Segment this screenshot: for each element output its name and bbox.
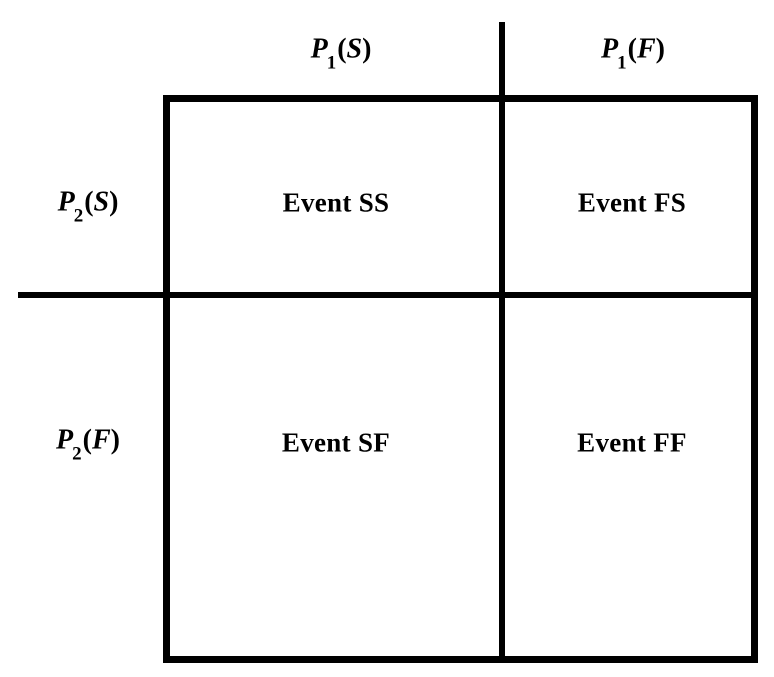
cell-label-event-ff: Event FF <box>577 427 687 458</box>
cell-label-event-fs: Event FS <box>577 187 687 218</box>
p2f-symbol: P <box>56 424 74 456</box>
p1s-subscript: 1 <box>326 52 337 74</box>
p1f-argument: F <box>636 33 656 65</box>
column-label-p1-success: P1(S) <box>310 33 372 74</box>
row-label-p2-failure: P2(F) <box>56 424 120 465</box>
cell-label-event-ss: Event SS <box>282 187 390 218</box>
p1f-subscript: 1 <box>617 52 627 74</box>
cell-label-event-sf: Event SF <box>281 427 391 458</box>
p1f-symbol: P <box>601 33 619 65</box>
p1f-open-paren: ( <box>627 33 637 65</box>
p2f-argument: F <box>91 424 111 456</box>
p2s-symbol: P <box>57 186 75 218</box>
column-label-p1-failure: P1(F) <box>601 33 665 74</box>
p2f-close-paren: ) <box>110 424 120 456</box>
p1s-symbol: P <box>310 33 328 65</box>
vertical-divider-line <box>499 22 505 663</box>
p1f-close-paren: ) <box>655 33 665 65</box>
p2s-close-paren: ) <box>109 186 119 218</box>
p1s-close-paren: ) <box>362 33 372 65</box>
p2s-argument: S <box>93 186 110 218</box>
p2f-open-paren: ( <box>82 424 92 456</box>
p1s-argument: S <box>346 33 363 65</box>
p2s-subscript: 2 <box>73 205 84 227</box>
p2s-open-paren: ( <box>84 186 94 218</box>
p1s-open-paren: ( <box>337 33 347 65</box>
row-label-p2-success: P2(S) <box>57 186 119 227</box>
horizontal-divider-line <box>18 292 758 298</box>
sample-space-box <box>163 95 758 663</box>
p2f-subscript: 2 <box>72 443 82 465</box>
